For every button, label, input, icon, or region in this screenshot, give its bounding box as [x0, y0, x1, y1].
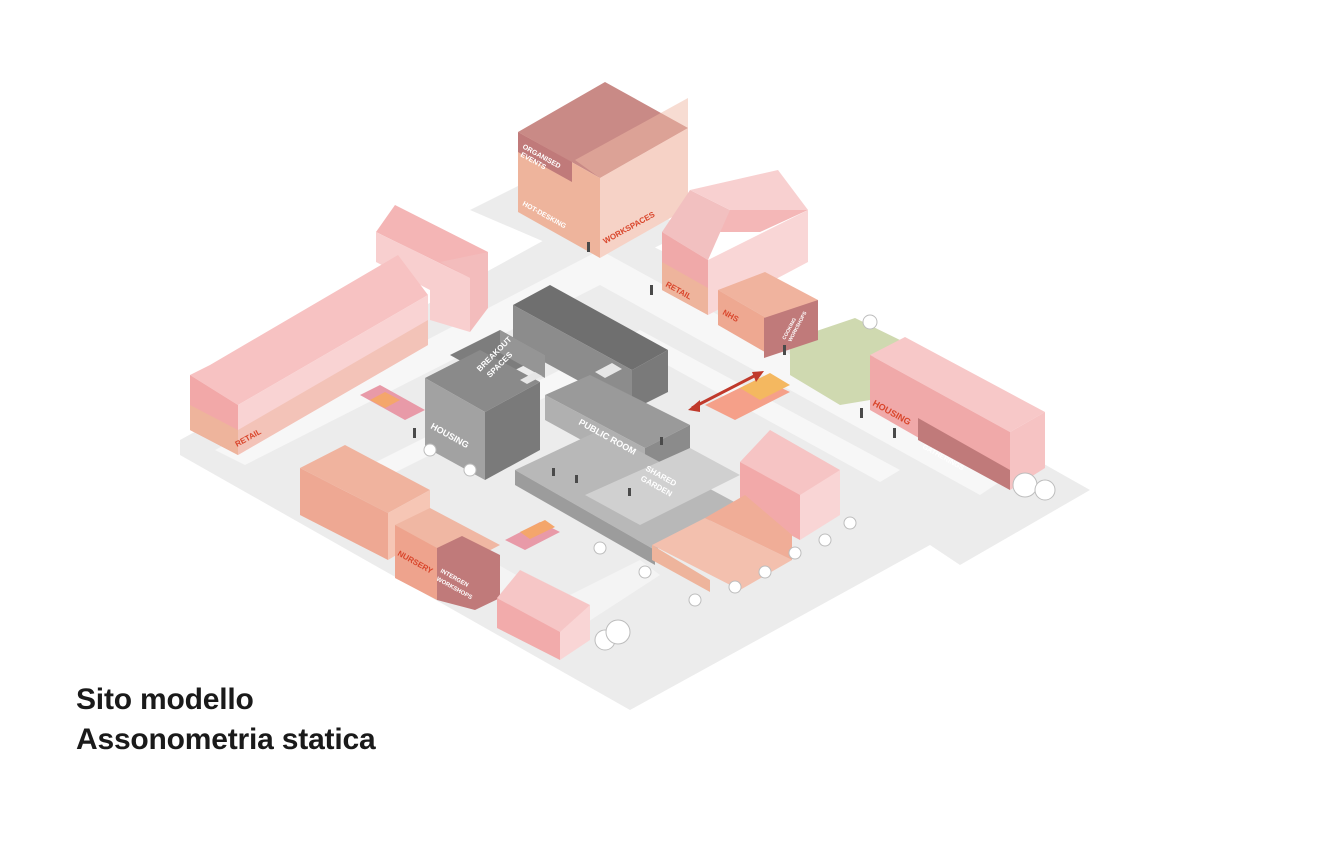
building-housing-right [870, 337, 1045, 490]
trees [423, 314, 1056, 651]
building-nursery [300, 445, 500, 610]
caption-subtitle: Assonometria statica [76, 723, 376, 756]
building-retail-top [662, 170, 818, 358]
connection-arrow [688, 371, 764, 412]
people [413, 242, 896, 496]
building-central [425, 285, 740, 565]
building-house-lower-right [652, 430, 840, 592]
caption-title: Sito modello [76, 683, 254, 716]
building-workspaces [518, 82, 688, 258]
building-house-bottom [497, 570, 590, 660]
caption: Sito modello Assonometria statica [76, 680, 376, 760]
building-retail-left [190, 205, 488, 455]
pedestrian-crossing [360, 373, 790, 550]
